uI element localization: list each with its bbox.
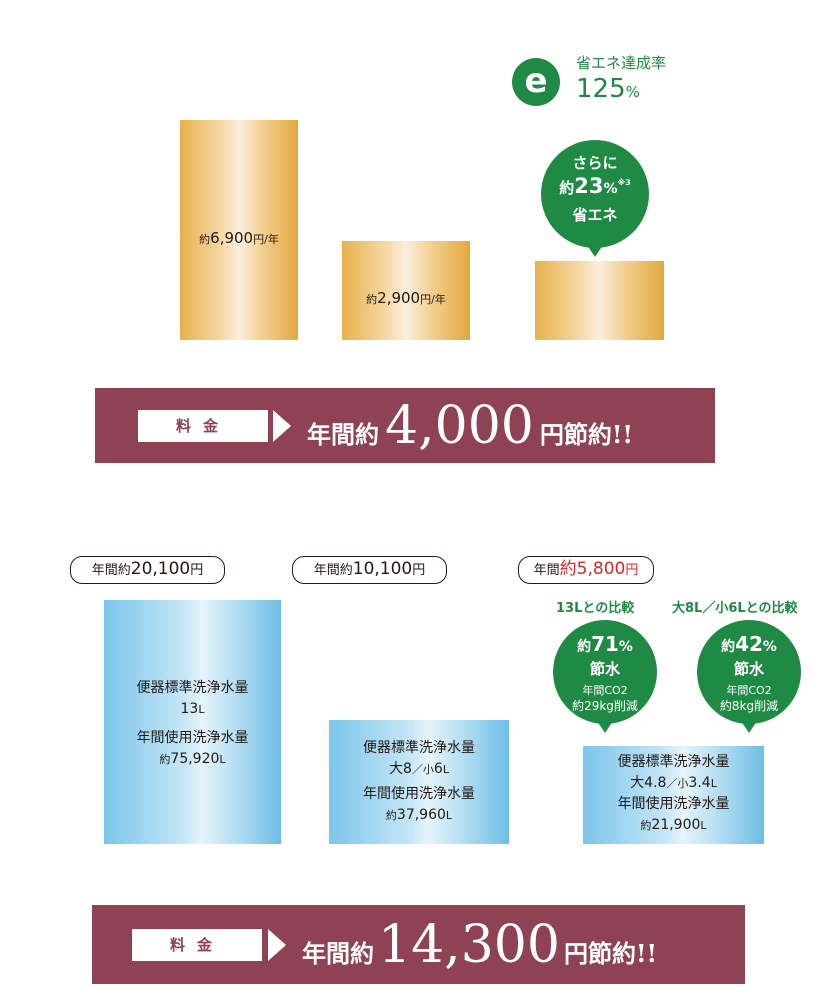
water-saving-bubble-1: 約71% 節水 年間CO2 約29kg削減 xyxy=(553,620,657,724)
water-bar-3 xyxy=(583,746,764,844)
eco-rate-value: 125% xyxy=(576,74,640,104)
bubble-1-label: 節水 xyxy=(589,660,620,678)
banner-2-arrow-icon xyxy=(268,929,286,961)
cost-bar-2-label: 約2,900円/年 xyxy=(366,289,446,307)
eco-rate-label: 省エネ達成率 xyxy=(576,54,667,72)
eco-rate-number: 125 xyxy=(576,74,626,104)
bubble-2-label: 節水 xyxy=(733,660,764,678)
water-bar-3-text: 便器標準洗浄水量 大4.8／小3.4L 年間使用洗浄水量 約21,900L xyxy=(617,754,730,833)
bubble-line2: 約23%※3 xyxy=(559,174,631,198)
banner-2-tag: 料金 xyxy=(132,929,262,961)
eco-rate-unit: % xyxy=(625,83,640,101)
cost-bar-3 xyxy=(535,261,664,340)
water-bar-2 xyxy=(329,720,509,844)
bubble-line1: さらに xyxy=(572,154,618,172)
water-saving-bubble-2: 約42% 節水 年間CO2 約8kg削減 xyxy=(697,620,801,724)
bubble-2-co2: 年間CO2 xyxy=(726,684,772,697)
eco-bubble-tail xyxy=(587,245,603,257)
water-bubble-2-tail xyxy=(741,721,757,733)
banner-1-arrow-icon xyxy=(273,410,291,442)
comparison-heading-2: 大8L／小6Lとの比較 xyxy=(672,601,798,616)
price-pill-2: 年間約10,100円 xyxy=(292,556,447,584)
bubble-1-co2: 年間CO2 xyxy=(582,684,628,697)
cost-bar-1-label: 約6,900円/年 xyxy=(199,229,279,247)
bubble-1-pct: 約71% xyxy=(577,632,633,656)
price-pill-1: 年間約20,100円 xyxy=(70,556,225,584)
price-pill-3: 年間約5,800円 xyxy=(518,556,654,584)
eco-e-icon: e xyxy=(512,58,560,106)
water-bar-1-text: 便器標準洗浄水量 13L 年間使用洗浄水量 約75,920L xyxy=(136,680,249,767)
bubble-2-pct: 約42% xyxy=(721,632,777,656)
comparison-heading-1: 13Lとの比較 xyxy=(556,601,635,616)
bubble-2-co2-value: 約8kg削減 xyxy=(719,699,779,713)
water-bar-2-text: 便器標準洗浄水量 大8／小6L 年間使用洗浄水量 約37,960L xyxy=(363,740,475,823)
water-bubble-1-tail xyxy=(597,721,613,733)
eco-savings-bubble: さらに 約23%※3 省エネ xyxy=(541,140,649,248)
cost-bar-2 xyxy=(342,241,470,340)
banner-1-tag: 料金 xyxy=(138,410,268,442)
cost-bar-1 xyxy=(180,120,298,340)
water-bar-1 xyxy=(104,600,281,844)
bubble-1-co2-value: 約29kg削減 xyxy=(572,699,638,713)
bubble-line3: 省エネ xyxy=(572,206,618,224)
